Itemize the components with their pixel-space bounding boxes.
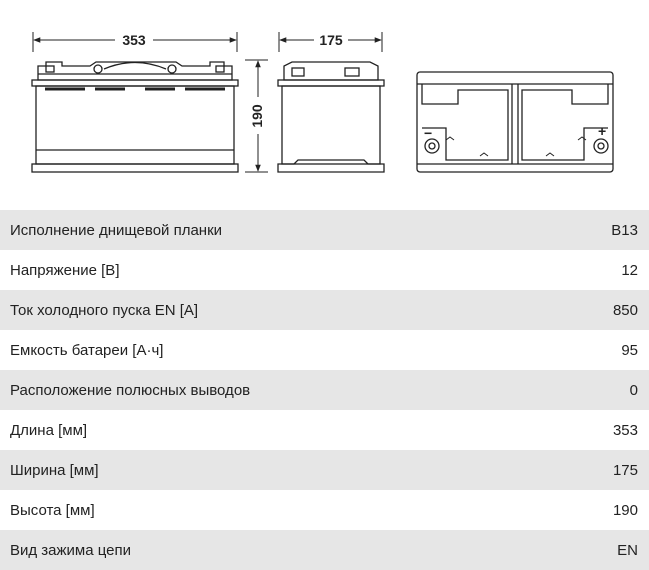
spec-label: Длина [мм]	[10, 421, 88, 439]
top-view	[416, 71, 614, 173]
spec-value: 0	[629, 381, 638, 399]
spec-value: 12	[621, 261, 638, 279]
spec-label: Напряжение [В]	[10, 261, 120, 279]
spec-label: Ширина [мм]	[10, 461, 99, 479]
front-view	[31, 32, 239, 173]
spec-row: Ток холодного пуска EN [А] 850	[0, 290, 649, 330]
spec-label: Высота [мм]	[10, 501, 95, 519]
spec-value: 175	[612, 461, 638, 479]
spec-value: B13	[611, 221, 638, 239]
spec-label: Расположение полюсных выводов	[10, 381, 251, 399]
spec-row: Расположение полюсных выводов 0	[0, 370, 649, 410]
dimension-width-label: 175	[319, 32, 343, 48]
spec-value: 190	[612, 501, 638, 519]
spec-value: 95	[621, 341, 638, 359]
spec-row: Напряжение [В] 12	[0, 250, 649, 290]
terminal-positive-label: +	[598, 123, 606, 139]
spec-row: Высота [мм] 190	[0, 490, 649, 530]
spec-label: Емкость батареи [А·ч]	[10, 341, 164, 359]
spec-row: Длина [мм] 353	[0, 410, 649, 450]
spec-row: Исполнение днищевой планки B13	[0, 210, 649, 250]
spec-row: Вид зажима цепи EN	[0, 530, 649, 570]
spec-value: 353	[612, 421, 638, 439]
terminal-negative-label: −	[424, 125, 432, 141]
spec-row: Ширина [мм] 175	[0, 450, 649, 490]
spec-label: Исполнение днищевой планки	[10, 221, 223, 239]
battery-technical-drawing: − + 353 175 190	[31, 32, 614, 173]
spec-label: Ток холодного пуска EN [А]	[10, 301, 199, 319]
dimension-height-label: 190	[249, 104, 265, 128]
spec-value: 850	[612, 301, 638, 319]
spec-value: EN	[617, 541, 638, 559]
dimension-length-label: 353	[122, 32, 146, 48]
side-view	[245, 32, 385, 173]
spec-table: Исполнение днищевой планки B13 Напряжени…	[0, 210, 649, 570]
spec-label: Вид зажима цепи	[10, 541, 132, 559]
spec-row: Емкость батареи [А·ч] 95	[0, 330, 649, 370]
